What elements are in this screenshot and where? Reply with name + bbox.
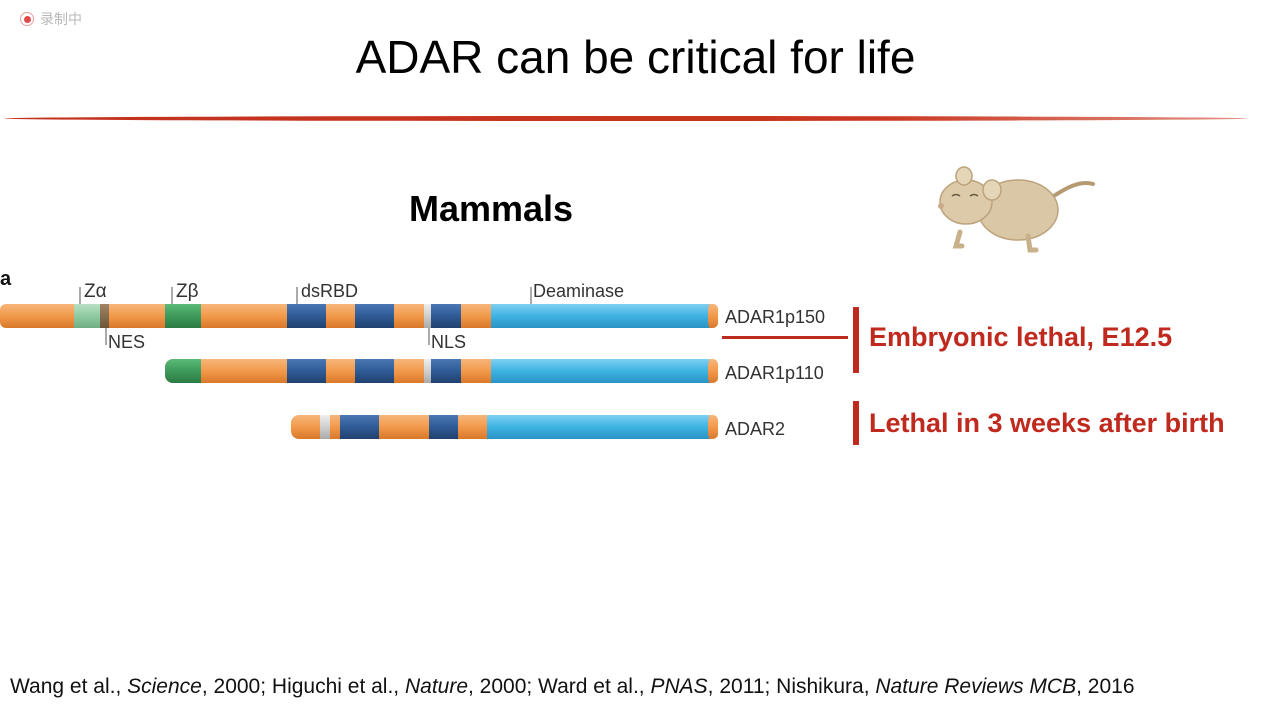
adar2-bar	[291, 415, 718, 439]
adar1-bracket	[853, 307, 859, 373]
citation-journal: PNAS	[650, 675, 708, 698]
citation-journal: Nature	[404, 675, 468, 698]
mouse-eye-right	[969, 193, 979, 197]
nls-segment	[320, 415, 330, 439]
mouse-hind-leg	[1025, 233, 1039, 253]
protein-label-adar1p150: ADAR1p150	[725, 307, 825, 327]
z-beta-label: Zβ	[176, 281, 199, 302]
protein-label-adar2: ADAR2	[725, 419, 785, 439]
panel-letter: a	[0, 268, 12, 290]
adar2-bracket	[853, 401, 859, 445]
citation-text: , 2000; Ward et al.,	[468, 675, 651, 698]
slide-subtitle: Mammals	[409, 188, 574, 229]
dsrbd-3	[431, 359, 461, 383]
nes-segment	[100, 304, 109, 328]
citation-text: Wang et al.,	[10, 675, 128, 698]
dsrbd-1	[287, 359, 326, 383]
dsrbd-label: dsRBD	[301, 281, 358, 301]
z-beta-domain	[165, 304, 201, 328]
citation-text: , 2016	[1076, 675, 1135, 698]
outcome-brackets	[722, 307, 859, 445]
mouse-ear-front	[982, 179, 1002, 201]
deaminase-label: Deaminase	[533, 281, 624, 301]
dsrbd-1	[340, 415, 379, 439]
citation: Wang et al., Science, 2000; Higuchi et a…	[10, 675, 1135, 699]
label-leaders	[79, 287, 532, 345]
deaminase-domain	[487, 415, 709, 439]
slide-title: ADAR can be critical for life	[355, 31, 916, 83]
nls-label: NLS	[431, 332, 466, 352]
citation-text: , 2011; Nishikura,	[707, 675, 876, 698]
adar1p110-bar	[165, 359, 718, 383]
z-alpha-label: Zα	[84, 281, 107, 302]
mouse-front-leg	[952, 229, 965, 249]
outcome-adar2: Lethal in 3 weeks after birth	[869, 408, 1225, 438]
recording-label: 录制中	[40, 11, 82, 27]
mouse-illustration	[938, 166, 1095, 253]
record-icon	[20, 12, 34, 26]
adar1-connector	[722, 336, 848, 339]
citation-text: , 2000; Higuchi et al.,	[201, 675, 405, 698]
deaminase-domain	[491, 359, 709, 383]
nls-segment	[424, 359, 431, 383]
nes-label: NES	[108, 332, 145, 352]
title-divider	[4, 116, 1248, 121]
protein-label-adar1p110: ADAR1p110	[725, 363, 824, 383]
nls-segment	[424, 304, 431, 328]
deaminase-domain	[491, 304, 709, 328]
mouse-ear-back	[955, 166, 973, 186]
recording-indicator: 录制中	[20, 9, 82, 29]
mouse-eye-left	[951, 193, 961, 197]
mouse-nose	[938, 203, 944, 209]
outcome-adar1: Embryonic lethal, E12.5	[869, 322, 1173, 352]
z-alpha-domain	[74, 304, 100, 328]
dsrbd-2	[355, 359, 394, 383]
dsrbd-2	[429, 415, 458, 439]
dsrbd-2	[355, 304, 394, 328]
dsrbd-3	[431, 304, 461, 328]
adar1p150-bar	[0, 304, 718, 328]
citation-journal: Nature Reviews MCB	[875, 675, 1077, 698]
citation-journal: Science	[127, 675, 202, 698]
dsrbd-1	[287, 304, 326, 328]
